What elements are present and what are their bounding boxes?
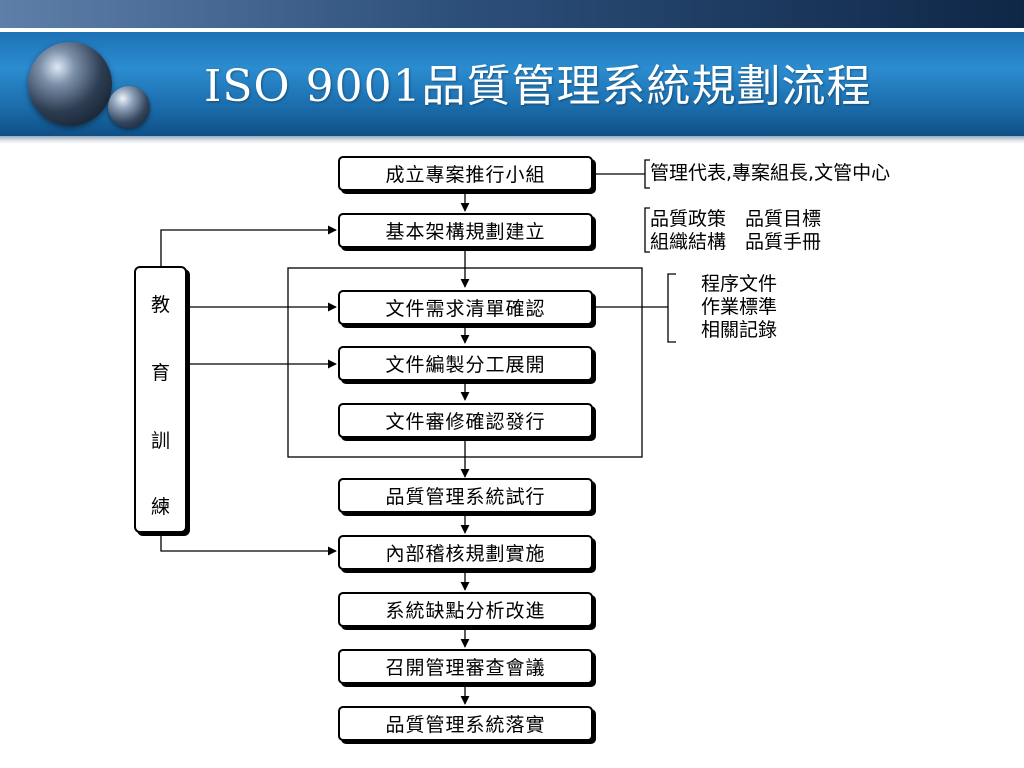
training-box: 教 育 訓 練 (134, 266, 187, 533)
step-form-project-team: 成立專案推行小組 (338, 156, 593, 191)
page-title: ISO 9001品質管理系統規劃流程 (204, 61, 872, 112)
note-documents-line-3: 相關記錄 (701, 319, 778, 341)
training-char: 練 (150, 496, 170, 518)
header-title-band (0, 32, 1024, 136)
step-trial-run: 品質管理系統試行 (338, 478, 593, 513)
note-bracket (644, 159, 650, 189)
step-internal-audit: 內部稽核規劃實施 (338, 535, 593, 570)
step-management-review: 召開管理審查會議 (338, 649, 593, 684)
note-framework-line-2: 組織結構 品質手冊 (650, 231, 822, 253)
step-implement-system: 品質管理系統落實 (338, 706, 593, 741)
globe-icon (28, 42, 112, 126)
note-team-members: 管理代表,專案組長,文管中心 (650, 162, 891, 184)
note-documents-line-2: 作業標準 (701, 296, 778, 318)
header-shadow (0, 136, 1024, 144)
step-assign-document-writing: 文件編製分工展開 (338, 346, 593, 381)
training-connector (160, 225, 337, 266)
header-divider (0, 28, 1024, 32)
training-connector (160, 533, 337, 556)
slide-header: ISO 9001品質管理系統規劃流程 (0, 0, 1024, 144)
note-bracket (667, 273, 676, 343)
step-build-framework: 基本架構規劃建立 (338, 213, 593, 248)
step-confirm-document-list: 文件需求清單確認 (338, 290, 593, 325)
note-framework-line-1: 品質政策 品質目標 (650, 208, 822, 230)
small-globe-icon (108, 86, 150, 128)
document-group-frame (287, 267, 643, 458)
training-char: 教 (150, 294, 170, 316)
training-char: 育 (150, 362, 170, 384)
note-documents-line-1: 程序文件 (701, 273, 778, 295)
step-review-issue-documents: 文件審修確認發行 (338, 403, 593, 438)
header-top-bar (0, 0, 1024, 28)
step-analyze-improve: 系統缺點分析改進 (338, 592, 593, 627)
note-bracket (644, 207, 650, 253)
training-char: 訓 (150, 430, 170, 452)
